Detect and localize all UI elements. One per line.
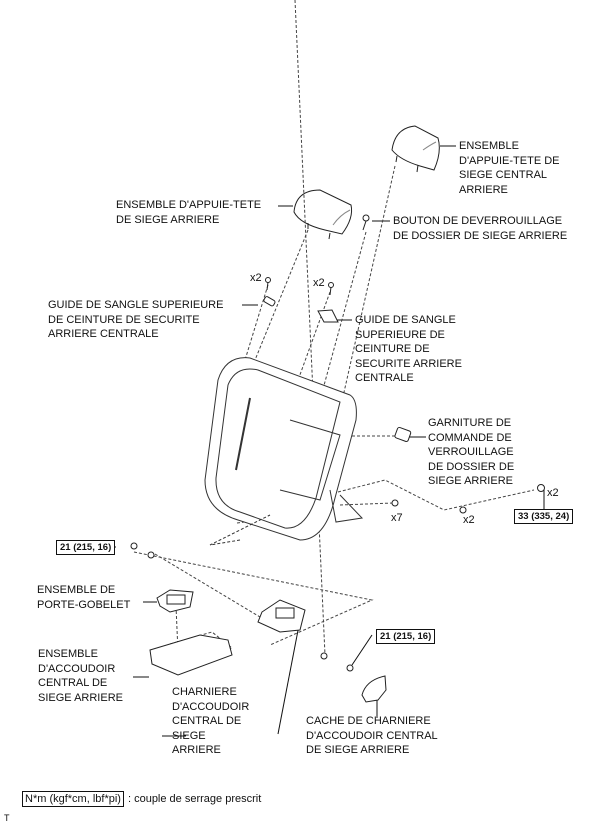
- qty-bolts-right: x2: [547, 487, 559, 499]
- label-line: SIEGE ARRIERE: [38, 691, 123, 704]
- label-line: SIEGE ARRIERE: [428, 475, 513, 487]
- label-line: ENSEMBLE D'APPUIE-TETE: [116, 199, 262, 211]
- label-line: DE DOSSIER DE SIEGE ARRIERE: [393, 229, 568, 242]
- label-line: CENTRAL DE: [38, 677, 108, 689]
- label-line: CENTRALE: [355, 372, 414, 384]
- label-line: ARRIERE: [172, 744, 221, 756]
- label-line: CENTRAL DE: [172, 715, 242, 727]
- label-line: ENSEMBLE DE: [37, 584, 116, 596]
- label-unlock-button: BOUTON DE DEVERROUILLAGE DE DOSSIER DE S…: [393, 214, 567, 243]
- label-line: ARRIERE: [459, 183, 508, 196]
- qty-left-guide-screws: x2: [250, 272, 262, 284]
- label-hinge-cover: CACHE DE CHARNIERE D'ACCOUDOIR CENTRAL D…: [306, 714, 438, 758]
- label-line: SIEGE: [172, 729, 206, 742]
- label-line: CACHE DE CHARNIERE: [306, 715, 431, 727]
- label-line: ENSEMBLE: [459, 140, 519, 152]
- qty-nuts: x2: [463, 514, 475, 526]
- label-belt-guide-right: GUIDE DE SANGLE SUPERIEURE DE CEINTURE D…: [355, 313, 462, 386]
- label-line: DE DOSSIER DE: [428, 460, 515, 473]
- label-line: DE SIEGE ARRIERE: [116, 213, 220, 226]
- label-line: DE CEINTURE DE SECURITE: [48, 313, 200, 326]
- torque-seatback-bolt: 33 (335, 24): [514, 509, 574, 524]
- label-line: COMMANDE DE: [428, 431, 512, 444]
- label-line: D'APPUIE-TETE DE: [459, 154, 560, 167]
- label-line: CEINTURE DE: [355, 343, 430, 355]
- label-line: CHARNIERE: [172, 686, 237, 698]
- qty-clips: x7: [391, 512, 403, 524]
- torque-hinge-bolt-right: 21 (215, 16): [376, 629, 436, 644]
- label-line: GUIDE DE SANGLE SUPERIEURE: [48, 299, 224, 311]
- legend-unit: N*m (kgf*cm, lbf*pi): [22, 791, 124, 807]
- label-line: ARRIERE CENTRALE: [48, 328, 159, 340]
- label-center-headrest: ENSEMBLE D'APPUIE-TETE DE SIEGE CENTRAL …: [459, 139, 560, 197]
- label-line: DE SIEGE ARRIERE: [306, 744, 410, 756]
- label-line: D'ACCOUDOIR: [172, 700, 250, 713]
- legend-description: : couple de serrage prescrit: [127, 793, 262, 805]
- label-line: PORTE-GOBELET: [37, 598, 131, 611]
- label-line: ENSEMBLE: [38, 648, 98, 660]
- label-belt-guide-left: GUIDE DE SANGLE SUPERIEURE DE CEINTURE D…: [48, 298, 223, 342]
- torque-hinge-bolt-left: 21 (215, 16): [56, 540, 116, 555]
- label-line: SIEGE CENTRAL: [459, 169, 548, 181]
- torque-legend: N*m (kgf*cm, lbf*pi) : couple de serrage…: [22, 791, 261, 807]
- label-line: GUIDE DE SANGLE: [355, 314, 456, 326]
- label-armrest-hinge: CHARNIERE D'ACCOUDOIR CENTRAL DE SIEGE A…: [172, 685, 249, 758]
- label-line: D'ACCOUDOIR: [38, 662, 116, 675]
- rear-headrest-part: [293, 189, 353, 240]
- seatback-frame: [204, 357, 364, 546]
- label-line: BOUTON DE DEVERROUILLAGE: [393, 215, 563, 227]
- label-line: GARNITURE DE: [428, 417, 512, 429]
- label-lock-control-trim: GARNITURE DE COMMANDE DE VERROUILLAGE DE…: [428, 416, 514, 489]
- label-line: SUPERIEURE DE: [355, 328, 445, 341]
- label-cup-holder: ENSEMBLE DE PORTE-GOBELET: [37, 583, 130, 612]
- label-rear-headrest: ENSEMBLE D'APPUIE-TETE DE SIEGE ARRIERE: [116, 198, 261, 227]
- label-line: D'ACCOUDOIR CENTRAL: [306, 729, 438, 742]
- label-armrest: ENSEMBLE D'ACCOUDOIR CENTRAL DE SIEGE AR…: [38, 647, 123, 705]
- label-line: SECURITE ARRIERE: [355, 357, 462, 370]
- corner-mark: T: [4, 813, 10, 823]
- qty-right-guide-screws: x2: [313, 277, 325, 289]
- label-line: VERROUILLAGE: [428, 446, 514, 458]
- center-headrest-part: [391, 125, 440, 173]
